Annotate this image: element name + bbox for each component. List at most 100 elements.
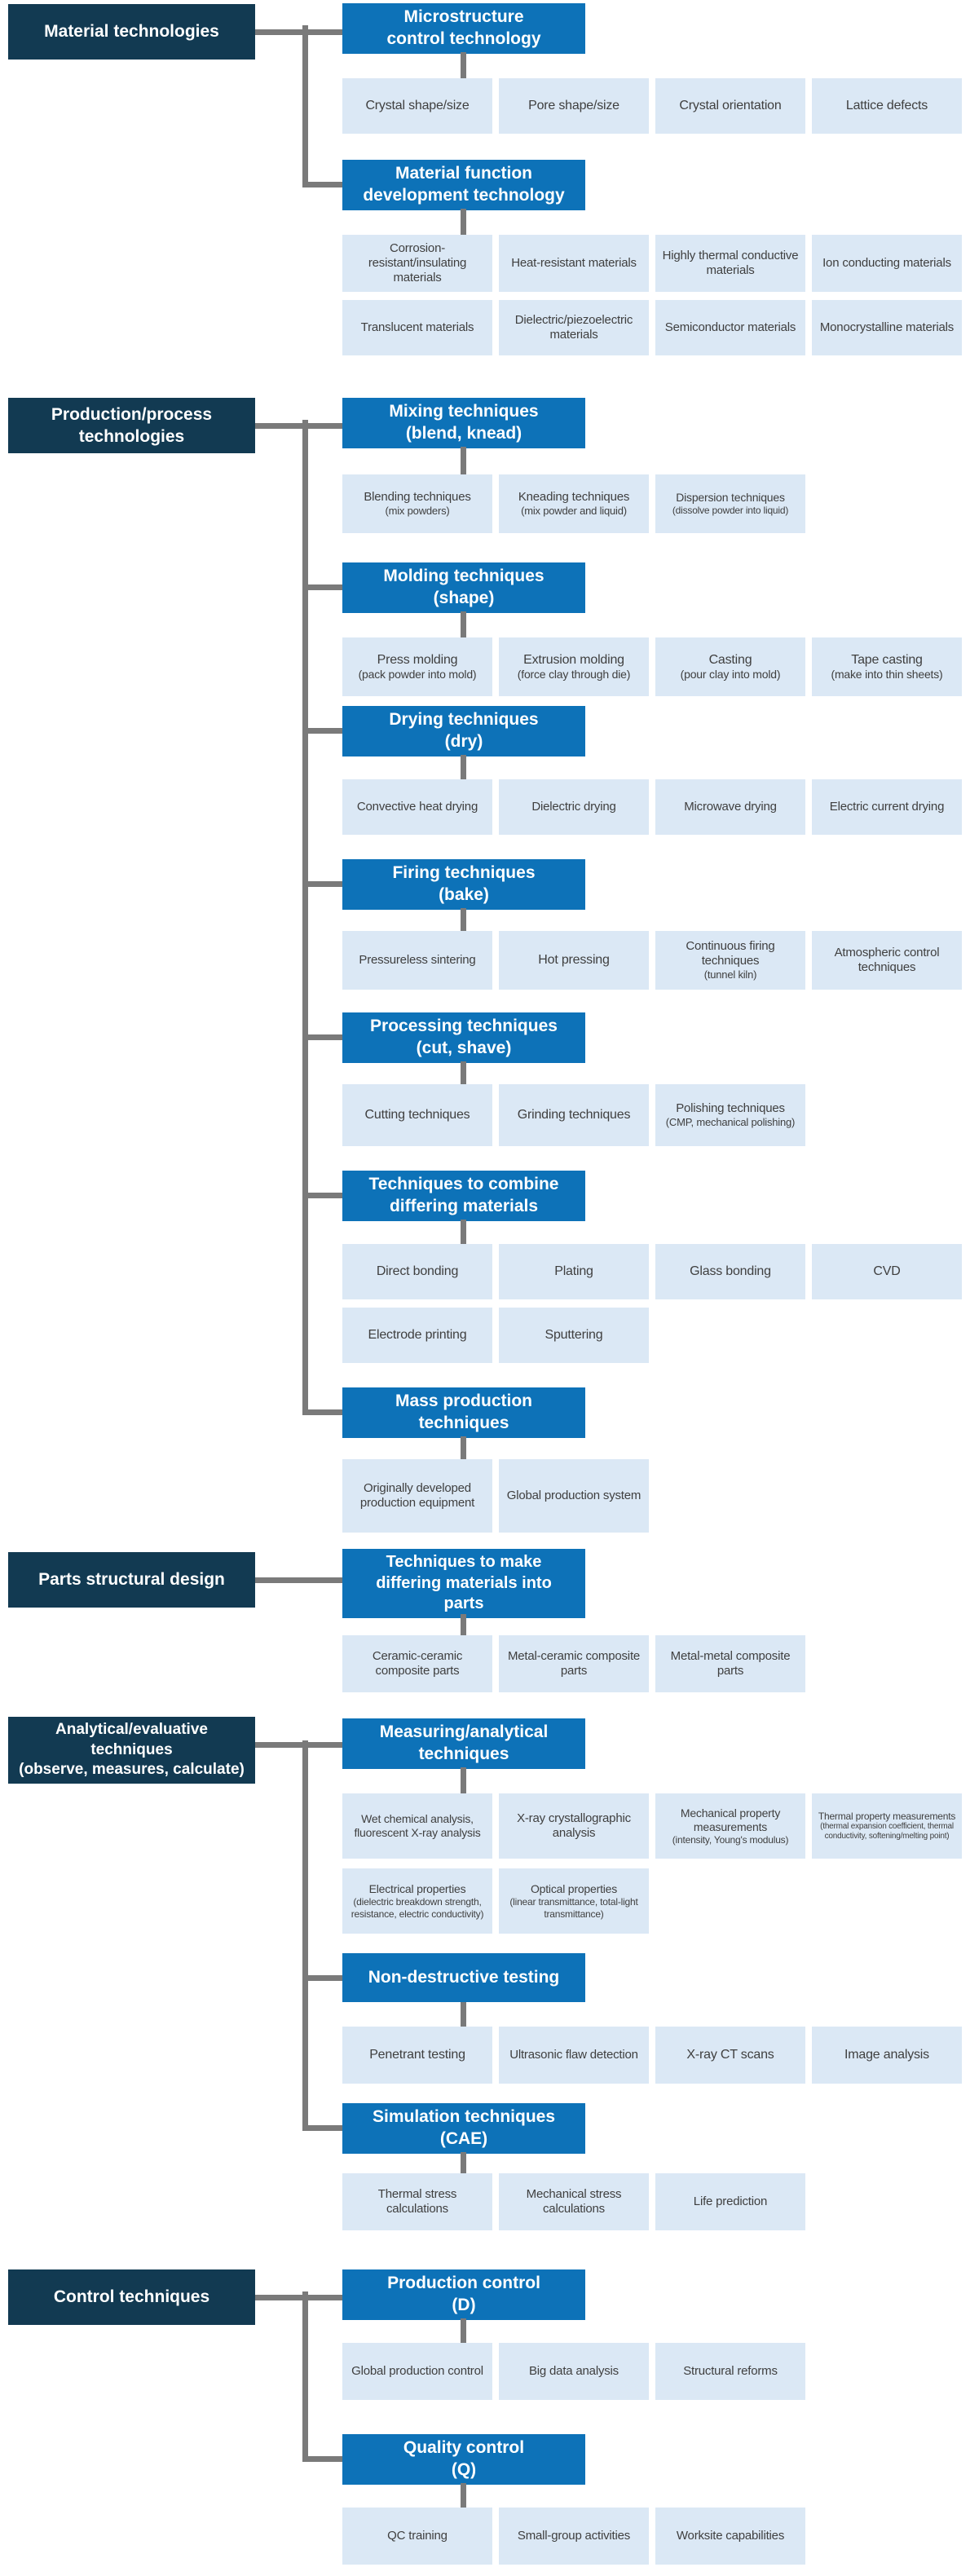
item-sublabel: (dielectric breakdown strength, resistan… <box>351 1895 484 1920</box>
branch-mass-production-techniques: Mass production techniques <box>342 1387 585 1438</box>
item-translucent-materials: Translucent materials <box>342 300 492 355</box>
branch-molding-techniques-shape: Molding techniques (shape) <box>342 562 585 613</box>
item-label: Thermal property measurements <box>818 1810 956 1822</box>
item-label: Semiconductor materials <box>664 320 796 334</box>
item-label: Continuous firing techniques <box>686 938 775 968</box>
item-label: Microwave drying <box>684 799 777 814</box>
connector-drop-line <box>461 52 466 78</box>
item-label: Dielectric drying <box>531 799 616 814</box>
item-label: Electrical properties <box>368 1881 466 1895</box>
branch-title: Material function development technology <box>363 164 565 205</box>
item-dielectric-piezoelectric-materials: Dielectric/piezoelectric materials <box>499 300 649 355</box>
connector-drop-line <box>461 209 466 235</box>
item-label: Mechanical property measurements <box>680 1806 781 1833</box>
item-semiconductor-materials: Semiconductor materials <box>655 300 805 355</box>
connector-drop-line <box>461 2152 466 2173</box>
item-ceramic-ceramic-composite-parts: Ceramic-ceramic composite parts <box>342 1635 492 1692</box>
item-tape-casting: Tape casting(make into thin sheets) <box>812 637 962 696</box>
item-thermal-stress-calculations: Thermal stress calculations <box>342 2173 492 2230</box>
item-label: Metal-metal composite parts <box>670 1648 791 1678</box>
item-global-production-system: Global production system <box>499 1459 649 1533</box>
item-direct-bonding: Direct bonding <box>342 1244 492 1299</box>
branch-title: Mixing techniques (blend, knead) <box>389 402 539 443</box>
item-label: Life prediction <box>693 2194 768 2208</box>
connector-stub-line <box>302 1975 342 1981</box>
item-sublabel: (CMP, mechanical polishing) <box>665 1116 796 1129</box>
connector-trunk-line <box>302 420 308 1415</box>
item-originally-developed-production-equipment: Originally developed production equipmen… <box>342 1459 492 1533</box>
branch-title: Production control (D) <box>387 2274 540 2314</box>
item-label: Plating <box>554 1264 593 1279</box>
item-label: Worksite capabilities <box>676 2528 785 2543</box>
item-worksite-capabilities: Worksite capabilities <box>655 2508 805 2565</box>
section-root-control-techniques: Control techniques <box>8 2269 255 2325</box>
item-mechanical-stress-calculations: Mechanical stress calculations <box>499 2173 649 2230</box>
branch-quality-control-q: Quality control (Q) <box>342 2434 585 2485</box>
item-label: Polishing techniques <box>676 1101 785 1115</box>
item-dispersion-techniques: Dispersion techniques(dissolve powder in… <box>655 474 805 533</box>
connector-stub-line <box>302 584 342 590</box>
item-label: Dielectric/piezoelectric materials <box>514 312 633 342</box>
branch-measuring-analytical-techniques: Measuring/analytical techniques <box>342 1718 585 1769</box>
item-label: Pore shape/size <box>528 99 619 113</box>
connector-trunk-line <box>302 25 308 187</box>
branch-non-destructive-testing: Non-destructive testing <box>342 1953 585 2002</box>
item-label: Extrusion molding <box>523 652 624 667</box>
item-label: Wet chemical analysis, fluorescent X-ray… <box>354 1811 481 1839</box>
branch-title: Techniques to combine differing material… <box>368 1175 559 1215</box>
item-sputtering: Sputtering <box>499 1308 649 1363</box>
connector-stub-line <box>302 2456 342 2462</box>
item-ion-conducting-materials: Ion conducting materials <box>812 235 962 292</box>
branch-material-function-development-technology: Material function development technology <box>342 160 585 210</box>
branch-title: Microstructure control technology <box>386 7 541 48</box>
item-label: Optical properties <box>530 1881 618 1895</box>
section-root-label: Material technologies <box>44 22 219 42</box>
item-label: Glass bonding <box>690 1264 771 1279</box>
item-penetrant-testing: Penetrant testing <box>342 2027 492 2084</box>
connector-drop-line <box>461 1061 466 1084</box>
item-extrusion-molding: Extrusion molding(force clay through die… <box>499 637 649 696</box>
section-root-parts-structural-design: Parts structural design <box>8 1552 255 1608</box>
item-mechanical-property-measurements: Mechanical property measurements(intensi… <box>655 1793 805 1859</box>
item-label: Global production control <box>351 2363 483 2378</box>
item-electric-current-drying: Electric current drying <box>812 779 962 835</box>
item-label: Dispersion techniques <box>676 491 785 505</box>
branch-firing-techniques-bake: Firing techniques (bake) <box>342 859 585 910</box>
item-label: Metal-ceramic composite parts <box>507 1648 641 1678</box>
item-label: Press molding <box>377 652 458 667</box>
item-sublabel: (linear transmittance, total-light trans… <box>509 1895 638 1920</box>
branch-processing-techniques-cut-shave: Processing techniques (cut, shave) <box>342 1012 585 1063</box>
item-label: Ceramic-ceramic composite parts <box>372 1648 463 1678</box>
connector-drop-line <box>461 1614 466 1635</box>
connector-drop-line <box>461 2318 466 2343</box>
connector-trunk-line <box>302 2291 308 2462</box>
item-plating: Plating <box>499 1244 649 1299</box>
item-optical-properties: Optical properties(linear transmittance,… <box>499 1868 649 1934</box>
branch-title: Quality control (Q) <box>403 2438 525 2479</box>
item-label: Atmospheric control techniques <box>834 945 940 974</box>
item-big-data-analysis: Big data analysis <box>499 2343 649 2400</box>
item-label: Convective heat drying <box>356 799 478 814</box>
item-label: Mechanical stress calculations <box>526 2186 622 2216</box>
item-sublabel: (thermal expansion coefficient, thermal … <box>820 1822 954 1842</box>
item-crystal-orientation: Crystal orientation <box>655 78 805 134</box>
item-blending-techniques: Blending techniques(mix powders) <box>342 474 492 533</box>
section-root-analytical-evaluative-techniques: Analytical/evaluative techniques (observ… <box>8 1717 255 1784</box>
item-hot-pressing: Hot pressing <box>499 931 649 990</box>
item-label: Thermal stress calculations <box>377 2186 457 2216</box>
section-root-label: Production/process technologies <box>51 404 213 446</box>
item-polishing-techniques: Polishing techniques(CMP, mechanical pol… <box>655 1084 805 1146</box>
item-grinding-techniques: Grinding techniques <box>499 1084 649 1146</box>
item-life-prediction: Life prediction <box>655 2173 805 2230</box>
item-microwave-drying: Microwave drying <box>655 779 805 835</box>
item-label: Kneading techniques <box>518 489 630 504</box>
item-monocrystalline-materials: Monocrystalline materials <box>812 300 962 355</box>
connector-line <box>255 29 342 35</box>
item-label: Grinding techniques <box>517 1108 631 1123</box>
connector-drop-line <box>461 447 466 474</box>
item-cvd: CVD <box>812 1244 962 1299</box>
item-convective-heat-drying: Convective heat drying <box>342 779 492 835</box>
branch-simulation-techniques-cae: Simulation techniques (CAE) <box>342 2103 585 2154</box>
connector-drop-line <box>461 2002 466 2027</box>
connector-line <box>255 2295 342 2300</box>
